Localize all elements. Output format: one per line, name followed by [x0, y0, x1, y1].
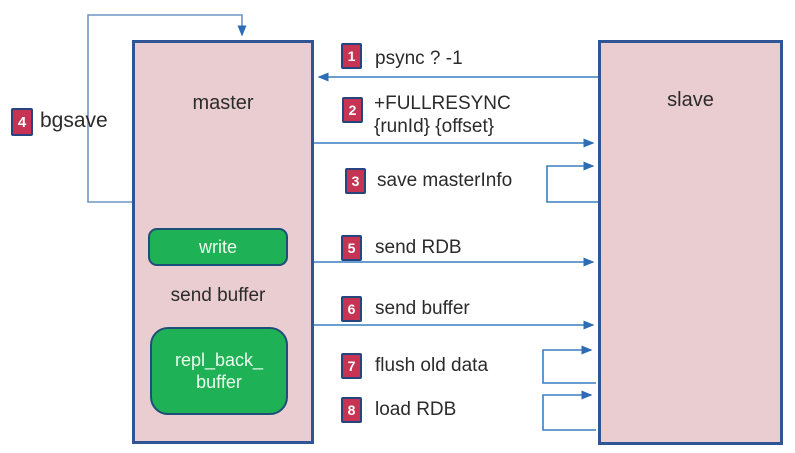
step-1-label: psync ? -1: [375, 48, 463, 69]
master-label: master: [192, 92, 254, 114]
write-box: write: [148, 228, 288, 266]
step-3-badge: 3: [345, 168, 366, 194]
step-6-label: send buffer: [375, 298, 470, 319]
step-4-label: bgsave: [40, 109, 108, 132]
step-2-label: +FULLRESYNC {runId} {offset}: [374, 93, 511, 137]
send-buffer-caption: send buffer: [170, 285, 266, 306]
step-5-label: send RDB: [375, 237, 462, 258]
slave-label: slave: [667, 89, 714, 111]
load-rdb-loop-arrow: [542, 390, 596, 431]
step-5-badge: 5: [341, 235, 362, 261]
step-2-badge: 2: [342, 97, 363, 123]
repl-back-buffer-box: repl_back_ buffer: [150, 327, 288, 415]
step-1-badge: 1: [341, 43, 362, 69]
step-7-badge: 7: [341, 353, 362, 379]
step-7-label: flush old data: [375, 355, 489, 376]
step-8-label: load RDB: [375, 399, 457, 420]
step-6-badge: 6: [341, 296, 362, 322]
flush-old-data-loop-arrow: [542, 345, 596, 384]
step-8-badge: 8: [341, 397, 362, 423]
step-4-badge: 4: [11, 108, 33, 136]
step-3-label: save masterInfo: [377, 170, 513, 191]
save-masterinfo-loop-arrow: [546, 161, 598, 203]
slave-node: [598, 40, 783, 445]
